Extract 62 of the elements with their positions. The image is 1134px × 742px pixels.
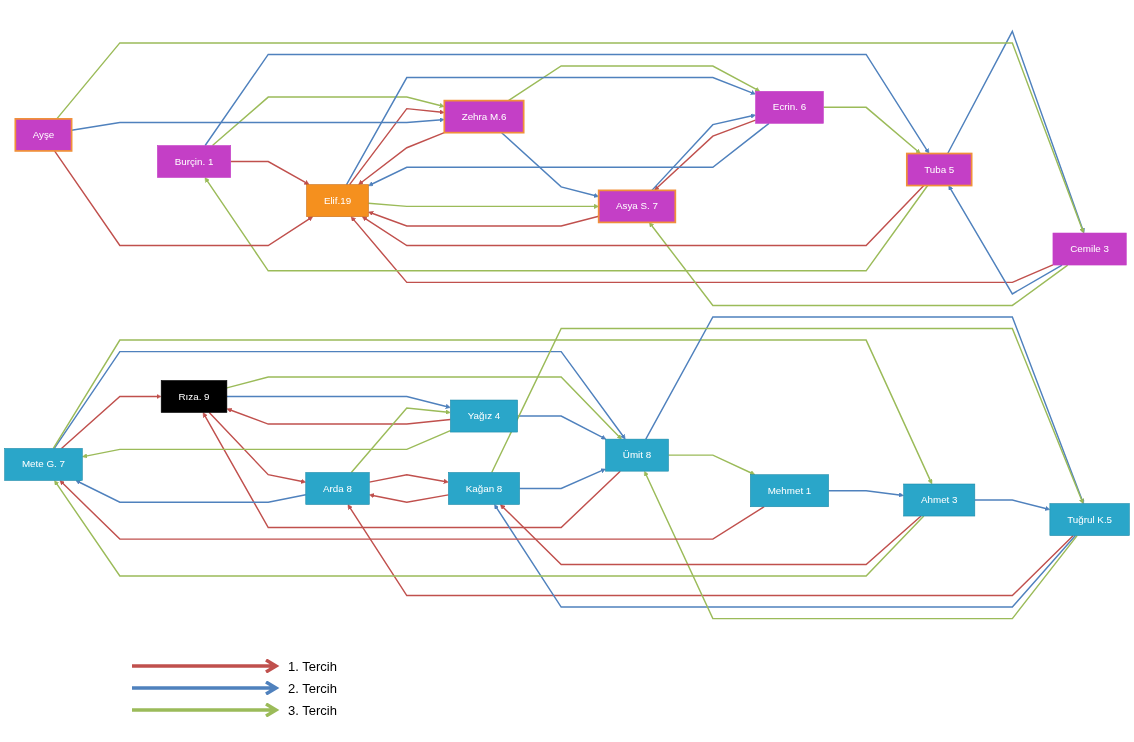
arrow	[822, 106, 921, 154]
node-box: Arda 8	[305, 472, 370, 505]
arrow	[59, 480, 765, 540]
arrow	[60, 393, 162, 450]
arrow	[75, 480, 307, 503]
node-box: Tuba 5	[905, 152, 973, 187]
node-box: Mehmet 1	[750, 474, 829, 508]
arrow	[518, 468, 606, 490]
node-box: Cemile 3	[1052, 232, 1127, 266]
legend-label: 2. Tercih	[288, 680, 337, 696]
arrow	[369, 493, 450, 503]
arrow	[667, 454, 756, 476]
arrow	[362, 184, 925, 247]
node-box: Ecrin. 6	[755, 91, 824, 124]
node-box: Rıza. 9	[160, 380, 228, 413]
arrow	[226, 407, 452, 425]
arrow	[367, 202, 599, 209]
arrow	[350, 407, 451, 474]
arrow	[230, 160, 310, 185]
node-box: Kağan 8	[448, 472, 520, 505]
node-box: Mete G. 7	[4, 448, 83, 481]
arrow	[226, 376, 622, 440]
arrow	[204, 53, 930, 154]
arrow	[56, 42, 1085, 234]
arrow	[644, 470, 1078, 620]
arrow	[202, 412, 621, 529]
node-box: Asya S. 7	[597, 189, 677, 224]
arrow	[347, 504, 1075, 597]
node-box: Ayşe	[14, 118, 73, 152]
arrow	[208, 411, 306, 484]
node-box: Ahmet 3	[903, 483, 976, 517]
arrow	[204, 177, 929, 272]
arrow	[358, 131, 446, 185]
node-box: Burçin. 1	[157, 145, 231, 178]
arrow	[368, 473, 449, 484]
arrow	[507, 65, 760, 102]
arrow	[494, 504, 1077, 608]
arrow	[211, 96, 445, 147]
arrow	[368, 122, 770, 187]
node-box: Yağız 4	[450, 399, 518, 433]
arrow	[345, 76, 756, 186]
node-box: Elif.19	[306, 184, 369, 217]
arrow	[491, 327, 1084, 504]
node-box: Ümit 8	[605, 438, 669, 472]
arrow	[82, 429, 452, 459]
arrow	[500, 504, 922, 566]
arrow	[54, 480, 925, 577]
node-box: Zehra M.6	[443, 99, 525, 134]
legend-label: 3. Tercih	[288, 702, 337, 718]
arrow	[53, 150, 313, 247]
arrow	[348, 107, 445, 186]
arrow	[53, 350, 626, 450]
arrow	[52, 339, 933, 485]
arrow	[500, 131, 599, 198]
arrow	[226, 395, 451, 409]
legend-label: 1. Tercih	[288, 658, 337, 674]
arrow	[827, 490, 904, 498]
arrow	[974, 499, 1051, 511]
arrow	[948, 185, 1063, 295]
arrow	[649, 222, 1069, 307]
arrow	[350, 216, 1054, 284]
node-box: Tuğrul K.5	[1049, 503, 1130, 536]
